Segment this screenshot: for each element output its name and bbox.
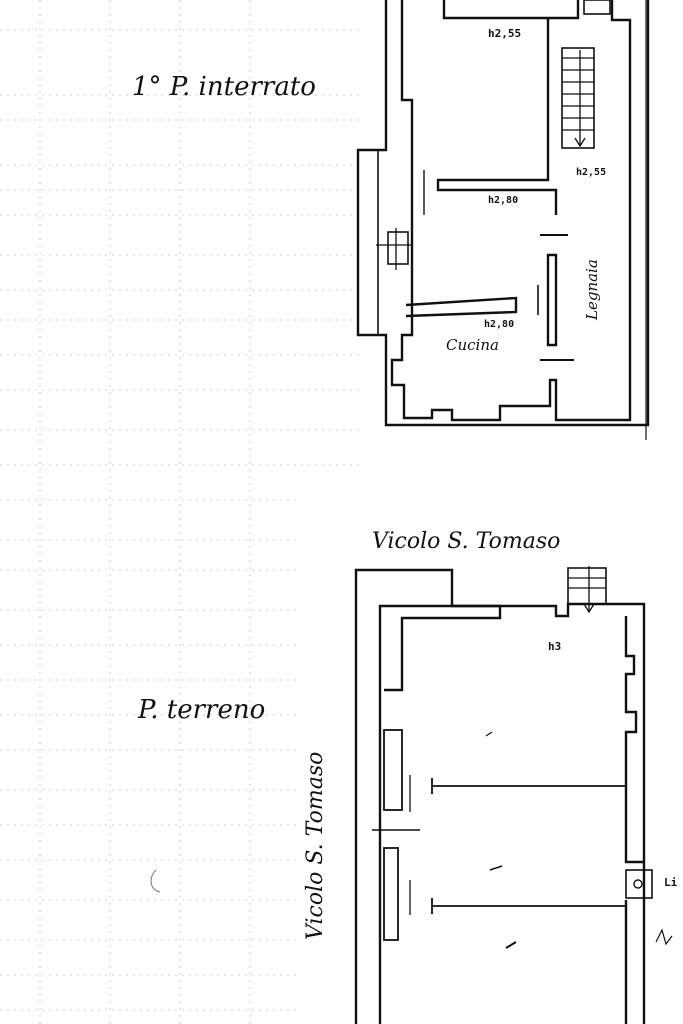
upper-floor-inner-wall	[390, 0, 632, 422]
ground-floor-title: P. terreno	[137, 695, 265, 725]
ground-floor-plan: P. terreno Vicolo S. Tomaso Vicolo S. To…	[137, 529, 678, 1024]
ground-edge-label: Li	[664, 876, 678, 889]
ground-entry-stair	[567, 566, 607, 614]
ground-floor-inner-wall	[378, 604, 502, 1024]
upper-floor-outer-wall	[356, 0, 650, 427]
street-label-side: Vicolo S. Tomaso	[303, 752, 328, 940]
upper-floor-plan: 1° P. interrato	[132, 0, 650, 440]
ground-height-label: h3	[548, 640, 561, 653]
background-grid	[0, 0, 360, 1024]
upper-height-label-4: h2,80	[484, 319, 514, 330]
street-label-top: Vicolo S. Tomaso	[372, 529, 560, 554]
upper-stair	[561, 0, 611, 149]
room-label-kitchen: Cucina	[446, 336, 499, 354]
upper-height-label-1: h2,55	[488, 27, 521, 40]
upper-floor-title: 1° P. interrato	[132, 72, 316, 102]
ground-floor-outer-wall	[354, 568, 646, 1024]
upper-height-label-2: h2,55	[576, 167, 606, 178]
room-label-woodshed: Legnaia	[583, 259, 601, 321]
upper-height-label-3: h2,80	[488, 195, 518, 206]
